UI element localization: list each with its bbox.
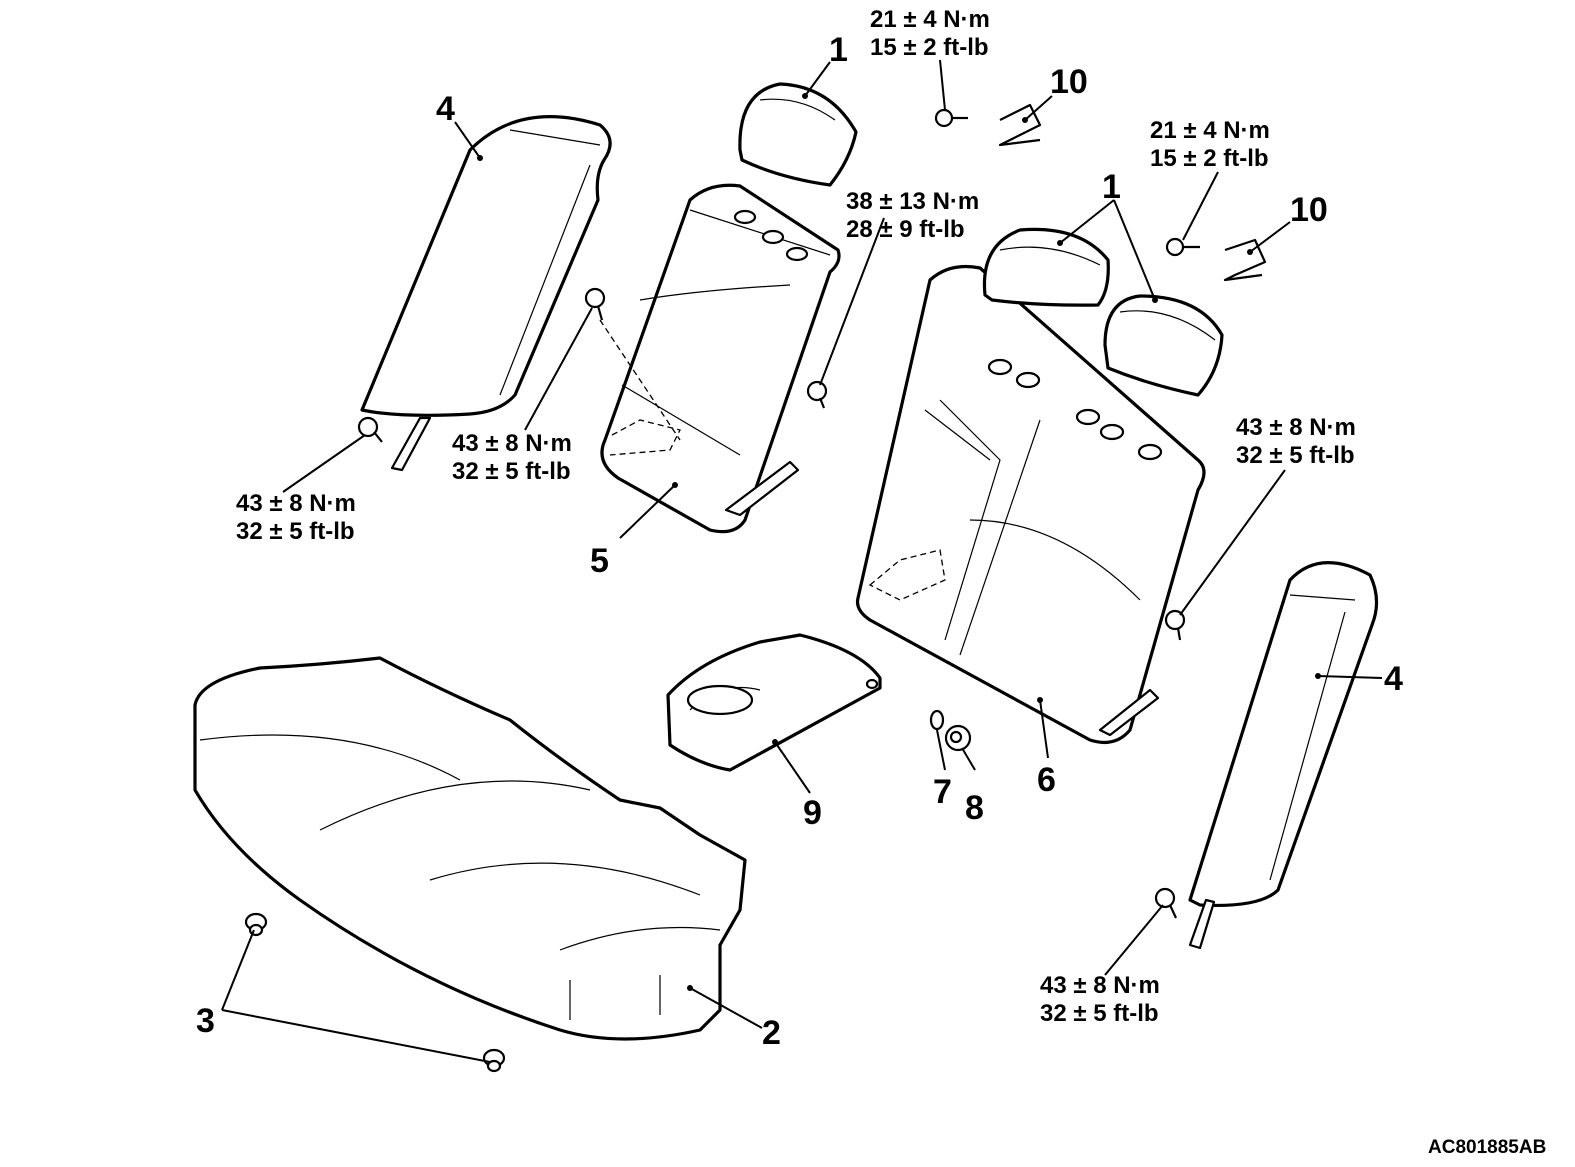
side-bolster-left — [360, 115, 612, 472]
part-label-1-center: 1 — [829, 31, 848, 69]
torque-ftlb: 32 ± 5 ft-lb — [452, 458, 571, 485]
torque-ftlb: 15 ± 2 ft-lb — [1150, 145, 1269, 172]
part-label-9: 9 — [803, 794, 822, 832]
part-label-10-left: 10 — [1050, 63, 1088, 101]
torque-ftlb: 32 ± 5 ft-lb — [1040, 1000, 1159, 1027]
torque-nm: 21 ± 4 N·m — [1150, 117, 1270, 144]
figure-reference-code: AC801885AB — [1428, 1137, 1547, 1158]
part-label-2: 2 — [762, 1014, 781, 1052]
part-label-1-right: 1 — [1102, 168, 1121, 206]
part-label-10-right: 10 — [1290, 191, 1328, 229]
torque-seatback-right-pivot: 43 ± 8 N·m 32 ± 5 ft-lb — [1236, 414, 1356, 470]
torque-bolster-left-bolt: 43 ± 8 N·m 32 ± 5 ft-lb — [236, 490, 356, 546]
torque-nm: 43 ± 8 N·m — [236, 490, 356, 517]
armrest — [666, 633, 882, 772]
torque-bracket-bolt-left: 21 ± 4 N·m 15 ± 2 ft-lb — [870, 6, 990, 62]
seatback-right — [855, 264, 1206, 744]
part-label-6: 6 — [1037, 761, 1056, 799]
torque-ftlb: 32 ± 5 ft-lb — [236, 518, 355, 545]
bracket-right — [1165, 237, 1267, 282]
bushing-7 — [929, 709, 945, 731]
torque-nm: 43 ± 8 N·m — [1236, 414, 1356, 441]
leader-lines — [221, 59, 1383, 1063]
bracket-left — [934, 103, 1042, 147]
torque-nm: 21 ± 4 N·m — [870, 6, 990, 33]
seat-cushion — [193, 656, 747, 1041]
part-label-5: 5 — [590, 542, 609, 580]
part-label-8: 8 — [965, 789, 984, 827]
torque-ftlb: 15 ± 2 ft-lb — [870, 34, 989, 61]
torque-nm: 38 ± 13 N·m — [846, 188, 980, 215]
headrest-center — [738, 82, 858, 187]
side-bolster-right — [1188, 561, 1379, 950]
part-label-7: 7 — [933, 773, 952, 811]
torque-bolster-right-bolt: 43 ± 8 N·m 32 ± 5 ft-lb — [1040, 972, 1160, 1028]
torque-seatback-left-pivot: 38 ± 13 N·m 28 ± 9 ft-lb — [846, 188, 979, 244]
torque-nm: 43 ± 8 N·m — [452, 430, 572, 457]
torque-nm: 43 ± 8 N·m — [1040, 972, 1160, 999]
torque-seatback-left-lower: 43 ± 8 N·m 32 ± 5 ft-lb — [452, 430, 572, 486]
seatback-left — [599, 183, 841, 534]
torque-bracket-bolt-right: 21 ± 4 N·m 15 ± 2 ft-lb — [1150, 117, 1270, 173]
torque-ftlb: 32 ± 5 ft-lb — [1236, 442, 1355, 469]
part-label-3: 3 — [196, 1002, 215, 1040]
torque-ftlb: 28 ± 9 ft-lb — [846, 216, 965, 243]
part-label-4-left: 4 — [436, 90, 455, 128]
bolts — [357, 287, 1186, 919]
part-label-4-right: 4 — [1384, 660, 1403, 698]
headrests-right — [982, 227, 1224, 397]
bushing-8 — [944, 724, 972, 752]
